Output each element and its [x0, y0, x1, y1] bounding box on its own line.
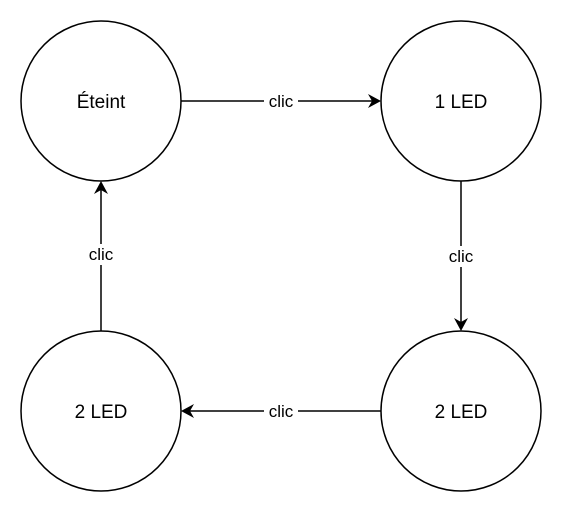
state-node-2led-right: 2 LED — [380, 330, 542, 492]
state-node-off: Éteint — [20, 20, 182, 182]
edge-label-background — [264, 91, 298, 112]
arrow-head-icon — [181, 404, 194, 418]
state-label: Éteint — [77, 92, 126, 113]
edge-label-background — [444, 246, 478, 267]
arrow-head-icon — [454, 318, 468, 331]
arrow-head-icon — [94, 181, 108, 194]
state-label: 2 LED — [75, 402, 128, 423]
state-circle — [380, 20, 542, 182]
edge-label: clic — [89, 245, 114, 264]
edge-1led-to-2led: clic — [444, 181, 478, 331]
state-node-2led-left: 2 LED — [20, 330, 182, 492]
edge-label: clic — [449, 247, 474, 266]
state-circle — [380, 330, 542, 492]
state-node-1led: 1 LED — [380, 20, 542, 182]
edge-label: clic — [269, 402, 294, 421]
edge-label: clic — [269, 92, 294, 111]
edge-2led-right-to-2led-left: clic — [181, 401, 381, 422]
edge-off-to-1led: clic — [181, 91, 381, 112]
edge-label-background — [264, 401, 298, 422]
state-circle — [20, 20, 182, 182]
arrow-head-icon — [368, 94, 381, 108]
state-label: 1 LED — [435, 92, 488, 113]
state-circle — [20, 330, 182, 492]
edge-label-background — [84, 244, 118, 265]
edge-2led-left-to-off: clic — [84, 181, 118, 331]
state-label: 2 LED — [435, 402, 488, 423]
